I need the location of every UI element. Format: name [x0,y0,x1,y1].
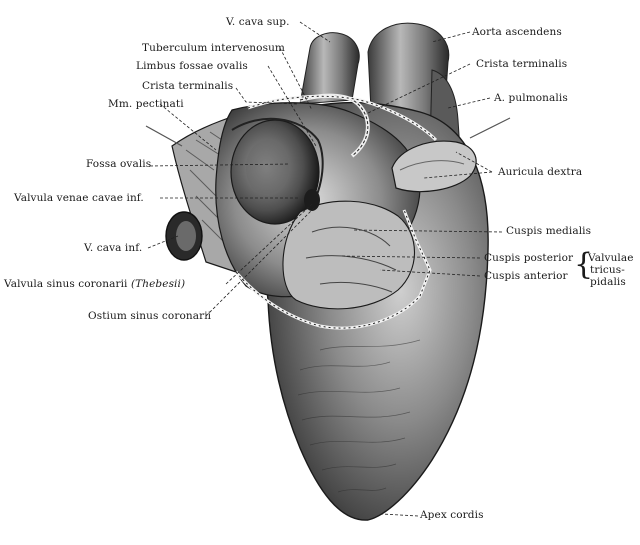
leader-limbus [267,65,317,147]
leader-valvula-sinus [225,203,313,285]
leader-tuberculum [279,47,313,111]
label-valvula-sinus-coronarii-text: Valvula sinus coronarii [4,278,128,290]
leader-cuspis-anterior [379,269,481,277]
valvulae-brace: { [574,247,594,282]
leader-mm-pectinati [159,103,217,151]
leader-lines [147,21,503,517]
label-thebesii: (Thebesii) [130,278,186,290]
label-apex-cordis: Apex cordis [420,509,484,521]
label-v-cava-inf: V. cava inf. [84,242,143,254]
label-pidalis: pidalis [590,276,626,288]
retractor-wire-right [469,117,511,139]
label-crista-terminalis-left: Crista terminalis [142,80,234,92]
label-valvula-sinus-coronarii: Valvula sinus coronarii (Thebesii) [4,278,185,290]
leader-ostium [205,207,315,317]
leader-aorta [431,31,471,43]
leader-auricula-2 [423,171,493,179]
label-aorta-ascendens: Aorta ascendens [472,26,562,38]
vena-cava-superior-shape [299,32,360,105]
label-crista-terminalis-right: Crista terminalis [476,58,568,70]
leader-cuspis-posterior [339,255,481,259]
label-tricus: tricus- [590,264,625,276]
auricula-dextra-shape [391,140,477,193]
label-v-cava-sup: V. cava sup. [226,16,290,28]
label-mm-pectinati: Mm. pectinati [108,98,184,110]
leader-fossa-ovalis [149,163,291,167]
leader-cuspis-medialis [351,229,503,233]
aorta-shape [367,22,450,129]
leader-apex [381,513,419,517]
label-limbus-fossae-ovalis: Limbus fossae ovalis [136,60,248,72]
label-ostium-sinus-coronarii: Ostium sinus coronarii [88,310,212,322]
label-fossa-ovalis: Fossa ovalis [86,158,152,170]
retractor-wire-left [145,125,183,147]
label-cuspis-anterior: Cuspis anterior [484,270,568,282]
leader-crista-left [235,87,299,105]
label-cuspis-medialis: Cuspis medialis [506,225,592,237]
leader-v-cava-inf [147,235,179,249]
label-tuberculum-intervenosum: Tuberculum intervenosum [142,42,285,54]
label-auricula-dextra: Auricula dextra [498,166,583,178]
label-a-pulmonalis: A. pulmonalis [494,92,568,104]
label-valvula-venae-cavae-inf: Valvula venae cavae inf. [14,192,144,204]
label-cuspis-posterior: Cuspis posterior [484,252,574,264]
leader-v-cava-sup [299,21,331,43]
leader-auricula-1 [455,151,493,173]
ventricle-texture [297,339,421,493]
coronary-sinus-ostium-shape [304,189,320,211]
label-valvulae: Valvulae [588,252,634,264]
leader-crista-right [365,63,471,115]
leader-a-pulmonalis [447,97,491,109]
tricuspid-valve-area [282,200,416,310]
